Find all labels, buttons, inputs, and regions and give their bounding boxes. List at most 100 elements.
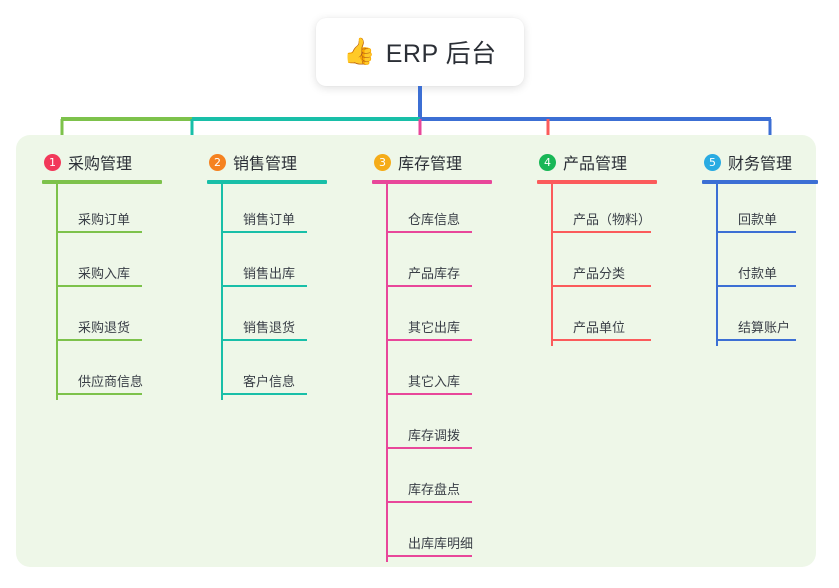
leaf-item-label: 采购退货 — [78, 320, 131, 335]
leaf-item-label: 库存调拨 — [408, 428, 461, 443]
root-node-title: ERP 后台 — [385, 40, 497, 68]
leaf-item[interactable]: 出库库明细 — [372, 508, 492, 562]
branch-header-rule-5 — [702, 180, 818, 184]
thumbs-up-icon: 👍 — [343, 37, 376, 67]
leaf-item-label: 销售订单 — [243, 212, 296, 227]
leaf-item-label: 供应商信息 — [78, 374, 144, 389]
leaf-item-label: 库存盘点 — [408, 482, 461, 497]
leaf-item-label: 产品（物料） — [573, 212, 652, 227]
leaf-item[interactable]: 仓库信息 — [372, 184, 492, 238]
leaf-item-rule — [386, 501, 472, 503]
branch-spine-4 — [551, 184, 553, 346]
leaf-item-label: 销售出库 — [243, 266, 296, 281]
branch-header-rule-3 — [372, 180, 492, 184]
leaf-item[interactable]: 客户信息 — [207, 346, 327, 400]
leaf-item[interactable]: 其它出库 — [372, 292, 492, 346]
leaf-item[interactable]: 结算账户 — [702, 292, 818, 346]
leaf-item-rule — [386, 231, 472, 233]
branch-badge-1: 1 — [44, 153, 61, 171]
leaf-item[interactable]: 回款单 — [702, 184, 818, 238]
leaf-item[interactable]: 销售订单 — [207, 184, 327, 238]
leaf-item[interactable]: 其它入库 — [372, 346, 492, 400]
leaf-item[interactable]: 供应商信息 — [42, 346, 162, 400]
leaf-item-rule — [56, 285, 142, 287]
branch-spine-3 — [386, 184, 388, 562]
leaf-item[interactable]: 产品分类 — [537, 238, 657, 292]
branch-column-5: 5 财务管理回款单付款单结算账户 — [702, 147, 818, 346]
branch-spine-1 — [56, 184, 58, 400]
branches-panel — [16, 135, 816, 567]
leaf-item-rule — [386, 393, 472, 395]
leaf-item-label: 客户信息 — [243, 374, 296, 389]
branch-header-3[interactable]: 3 库存管理 — [372, 147, 492, 177]
leaf-item-label: 产品库存 — [408, 266, 461, 281]
branch-column-3: 3 库存管理仓库信息产品库存其它出库其它入库库存调拨库存盘点出库库明细 — [372, 147, 492, 562]
leaf-item-label: 其它出库 — [408, 320, 461, 335]
leaf-item-label: 出库库明细 — [408, 536, 474, 551]
branch-header-4[interactable]: 4 产品管理 — [537, 147, 657, 177]
branch-items-3: 仓库信息产品库存其它出库其它入库库存调拨库存盘点出库库明细 — [372, 184, 492, 562]
leaf-item-label: 回款单 — [738, 212, 778, 227]
leaf-item-rule — [551, 339, 651, 341]
leaf-item-rule — [716, 339, 796, 341]
leaf-item-label: 仓库信息 — [408, 212, 461, 227]
leaf-item-rule — [56, 393, 142, 395]
leaf-item[interactable]: 采购订单 — [42, 184, 162, 238]
branch-header-5[interactable]: 5 财务管理 — [702, 147, 818, 177]
leaf-item-rule — [386, 555, 472, 557]
branch-badge-3: 3 — [374, 153, 391, 171]
branch-title-4: 产品管理 — [563, 156, 628, 173]
branch-header-2[interactable]: 2 销售管理 — [207, 147, 327, 177]
leaf-item-rule — [221, 285, 307, 287]
leaf-item-label: 结算账户 — [738, 320, 791, 335]
leaf-item[interactable]: 采购退货 — [42, 292, 162, 346]
leaf-item[interactable]: 库存调拨 — [372, 400, 492, 454]
leaf-item-label: 付款单 — [738, 266, 778, 281]
leaf-item-rule — [221, 339, 307, 341]
leaf-item-rule — [386, 447, 472, 449]
branch-items-5: 回款单付款单结算账户 — [702, 184, 818, 346]
branch-column-1: 1 采购管理采购订单采购入库采购退货供应商信息 — [42, 147, 162, 400]
branch-items-2: 销售订单销售出库销售退货客户信息 — [207, 184, 327, 400]
branch-badge-5: 5 — [704, 153, 721, 171]
branch-header-1[interactable]: 1 采购管理 — [42, 147, 162, 177]
leaf-item-rule — [716, 285, 796, 287]
branch-title-5: 财务管理 — [728, 156, 793, 173]
branch-badge-2: 2 — [209, 153, 226, 171]
branch-column-2: 2 销售管理销售订单销售出库销售退货客户信息 — [207, 147, 327, 400]
branch-column-4: 4 产品管理产品（物料） 产品分类产品单位 — [537, 147, 657, 346]
leaf-item-rule — [221, 393, 307, 395]
leaf-item-label: 产品单位 — [573, 320, 626, 335]
branch-header-rule-2 — [207, 180, 327, 184]
leaf-item[interactable]: 付款单 — [702, 238, 818, 292]
leaf-item-rule — [716, 231, 796, 233]
branch-badge-4: 4 — [539, 153, 556, 171]
leaf-item-label: 采购入库 — [78, 266, 131, 281]
leaf-item[interactable]: 库存盘点 — [372, 454, 492, 508]
leaf-item-label: 销售退货 — [243, 320, 296, 335]
branch-title-1: 采购管理 — [68, 156, 133, 173]
leaf-item[interactable]: 产品库存 — [372, 238, 492, 292]
leaf-item-rule — [56, 339, 142, 341]
leaf-item-rule — [386, 285, 472, 287]
leaf-item-label: 其它入库 — [408, 374, 461, 389]
leaf-item-label: 采购订单 — [78, 212, 131, 227]
root-node[interactable]: 👍 ERP 后台 — [316, 18, 524, 86]
leaf-item[interactable]: 销售退货 — [207, 292, 327, 346]
branch-title-3: 库存管理 — [398, 156, 463, 173]
leaf-item[interactable]: 采购入库 — [42, 238, 162, 292]
branch-spine-5 — [716, 184, 718, 346]
leaf-item-rule — [56, 231, 142, 233]
leaf-item-rule — [221, 231, 307, 233]
leaf-item[interactable]: 产品（物料） — [537, 184, 657, 238]
branch-header-rule-4 — [537, 180, 657, 184]
branch-items-4: 产品（物料） 产品分类产品单位 — [537, 184, 657, 346]
branch-items-1: 采购订单采购入库采购退货供应商信息 — [42, 184, 162, 400]
leaf-item[interactable]: 销售出库 — [207, 238, 327, 292]
leaf-item[interactable]: 产品单位 — [537, 292, 657, 346]
leaf-item-rule — [551, 231, 651, 233]
branch-title-2: 销售管理 — [233, 156, 298, 173]
leaf-item-label: 产品分类 — [573, 266, 626, 281]
leaf-item-rule — [386, 339, 472, 341]
